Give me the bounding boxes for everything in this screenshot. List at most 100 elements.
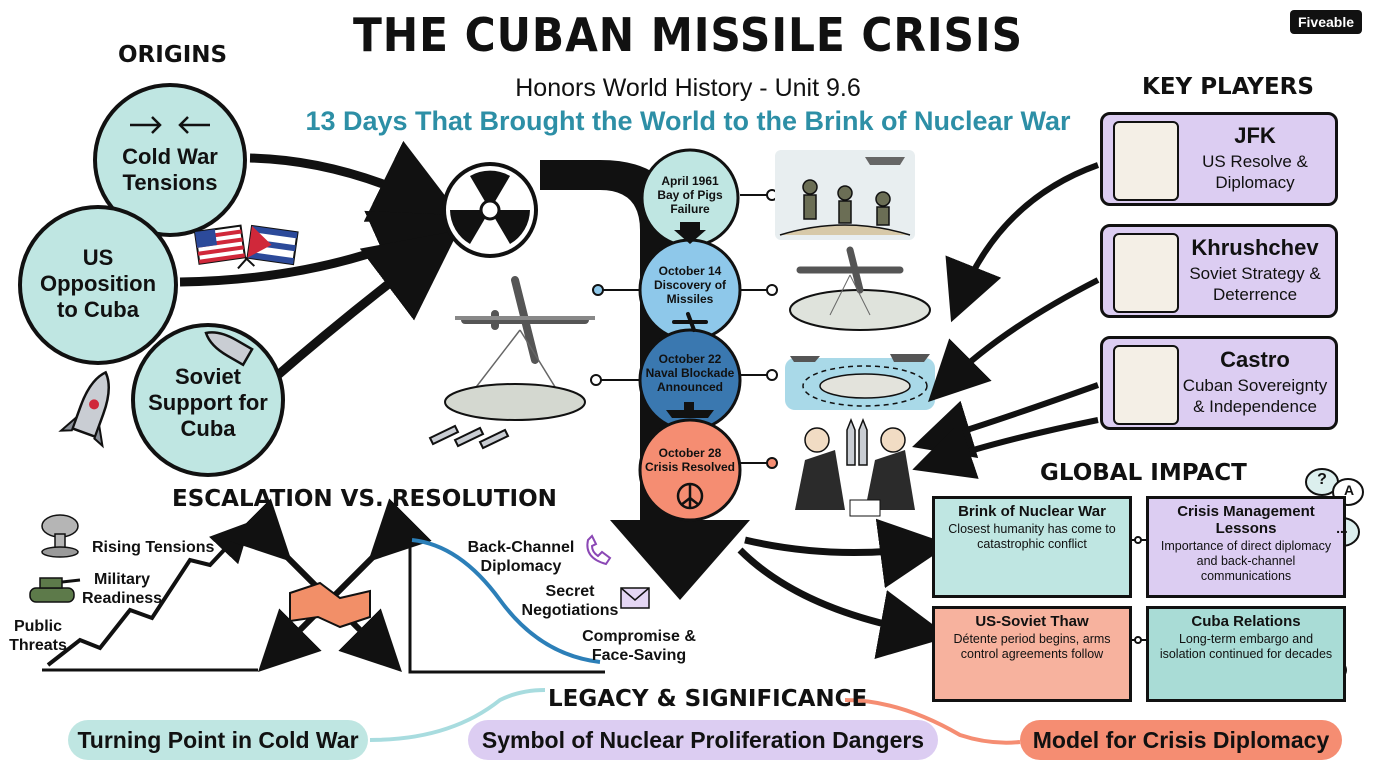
origins-arrow-1: [249, 140, 465, 222]
jfk-portrait-icon: [1113, 121, 1179, 201]
soldiers-icon: [775, 150, 915, 240]
impact-card-lessons[interactable]: Crisis Management Lessons Importance of …: [1146, 496, 1346, 598]
impact-title: Cuba Relations: [1191, 613, 1301, 630]
page-subtitle: Honors World History - Unit 9.6: [515, 74, 861, 102]
tension-arrows-icon: [130, 116, 210, 134]
handshake-leaders-icon: [795, 417, 915, 517]
global-impact-heading: GLOBAL IMPACT: [1040, 460, 1247, 486]
surveillance-lines: [469, 329, 561, 396]
brand-label: Fiveable: [1297, 14, 1354, 30]
missile-icon: [58, 370, 110, 449]
legacy-pill-turning-point[interactable]: Turning Point in Cold War: [68, 720, 368, 760]
escalation-step-3: Public Threats: [9, 618, 67, 654]
resolution-step-1: Back-Channel Diplomacy: [467, 539, 575, 575]
phone-icon: [586, 534, 612, 566]
resolution-chart: [408, 535, 605, 674]
timeline-date-2: October 14: [658, 264, 722, 278]
player-arrow-2: [928, 277, 1100, 402]
impact-arrow-2: [737, 547, 950, 659]
player-arrow-4: [912, 417, 1099, 479]
tank-icon: [29, 577, 81, 603]
timeline-item-4: October 28 Crisis Resolved: [644, 446, 736, 474]
impact-text: Importance of direct diplomacy and back-…: [1160, 539, 1332, 583]
missile-row-icon: [428, 424, 510, 450]
origins-heading: ORIGINS: [118, 42, 228, 68]
impact-arrow-1: [744, 518, 950, 589]
impact-title: Brink of Nuclear War: [958, 503, 1106, 520]
legacy-pill-proliferation[interactable]: Symbol of Nuclear Proliferation Dangers: [468, 720, 938, 760]
player-card-castro[interactable]: Castro Cuban Sovereignty & Independence: [1100, 336, 1338, 430]
chat-dots-glyph: ...: [1336, 520, 1348, 536]
timeline-item-1: April 1961 Bay of Pigs Failure: [648, 174, 732, 216]
mushroom-cloud-icon: [41, 514, 79, 558]
timeline-date-3: October 22: [658, 352, 722, 366]
ship-small-icon: [666, 402, 714, 418]
player-name: Khrushchev: [1191, 235, 1319, 260]
impact-title: Crisis Management Lessons: [1177, 503, 1315, 537]
player-name: JFK: [1234, 123, 1276, 148]
handshake-icon: [289, 581, 371, 629]
player-role: Cuban Sovereignty & Independence: [1182, 376, 1328, 416]
impact-text: Closest humanity has come to catastrophi…: [948, 522, 1116, 551]
origin-circle-cold-war: [93, 83, 247, 237]
down-arrow-icon: [674, 222, 706, 244]
timeline-item-3: October 22 Naval Blockade Announced: [644, 352, 736, 394]
radiation-icon: [442, 162, 538, 258]
legacy-heading: LEGACY & SIGNIFICANCE: [548, 686, 868, 712]
blockade-ships-icon: [785, 354, 935, 410]
impact-title: US-Soviet Thaw: [975, 613, 1089, 630]
origin-circle-us-opposition: [18, 205, 178, 365]
resolution-step-2: Secret Negotiations: [521, 583, 619, 619]
island-icon: [444, 383, 586, 421]
bomber-icon: [455, 276, 595, 364]
origin-label-1: Cold War Tensions: [122, 144, 218, 195]
legacy-connector-left: [369, 688, 546, 742]
timeline-event-4: Crisis Resolved: [644, 460, 736, 474]
timeline-date-1: April 1961: [661, 174, 719, 188]
escalation-step-1: Rising Tensions: [92, 539, 215, 556]
player-name: Castro: [1220, 347, 1290, 372]
peace-icon: [676, 482, 704, 510]
resolution-curve: [411, 538, 601, 664]
chat-question-glyph: ?: [1317, 471, 1327, 488]
plane-small-icon: [672, 312, 708, 332]
chat-letter-glyph: A: [1343, 482, 1355, 498]
resolution-step-3: Compromise & Face-Saving: [582, 628, 696, 664]
brand-logo[interactable]: Fiveable: [1289, 10, 1362, 34]
recon-plane-icon: [789, 246, 931, 331]
player-role: Soviet Strategy & Deterrence: [1189, 264, 1321, 304]
impact-card-cuba[interactable]: Cuba Relations Long-term embargo and iso…: [1146, 606, 1346, 702]
cuba-flag-icon: [237, 224, 299, 270]
castro-portrait-icon: [1113, 345, 1179, 425]
timeline-node-4: [638, 418, 742, 522]
key-players-heading: KEY PLAYERS: [1142, 74, 1314, 100]
khrushchev-portrait-icon: [1113, 233, 1179, 313]
escalation-chart: [42, 521, 258, 672]
player-arrow-1: [945, 162, 1100, 323]
escalation-heading: ESCALATION VS. RESOLUTION: [172, 486, 557, 512]
origin-label-2: US Opposition to Cuba: [39, 245, 157, 322]
missile-icon: [204, 331, 254, 367]
player-card-khrushchev[interactable]: Khrushchev Soviet Strategy & Deterrence: [1100, 224, 1338, 318]
escalation-step-2: Military Readiness: [82, 571, 163, 607]
origin-label-3: Soviet Support for Cuba: [148, 364, 268, 441]
timeline-event-1: Bay of Pigs Failure: [657, 188, 723, 216]
player-card-jfk[interactable]: JFK US Resolve & Diplomacy: [1100, 112, 1338, 206]
envelope-icon: [620, 587, 650, 609]
impact-card-thaw[interactable]: US-Soviet Thaw Détente period begins, ar…: [932, 606, 1132, 702]
timeline-date-4: October 28: [658, 446, 722, 460]
page-tagline: 13 Days That Brought the World to the Br…: [305, 106, 1071, 136]
page-title: THE CUBAN MISSILE CRISIS: [353, 8, 1023, 62]
legacy-pill-crisis-diplomacy[interactable]: Model for Crisis Diplomacy: [1020, 720, 1342, 760]
impact-text: Détente period begins, arms control agre…: [953, 632, 1111, 661]
timeline-event-2: Discovery of Missiles: [653, 278, 727, 306]
player-role: US Resolve & Diplomacy: [1202, 152, 1308, 192]
impact-card-brink[interactable]: Brink of Nuclear War Closest humanity ha…: [932, 496, 1132, 598]
timeline-item-2: October 14 Discovery of Missiles: [646, 264, 734, 306]
timeline-event-3: Naval Blockade Announced: [645, 366, 735, 394]
impact-text: Long-term embargo and isolation continue…: [1159, 632, 1333, 661]
us-flag-icon: [193, 224, 256, 267]
legacy-connector-right: [844, 698, 1021, 745]
player-arrow-3: [912, 382, 1100, 459]
